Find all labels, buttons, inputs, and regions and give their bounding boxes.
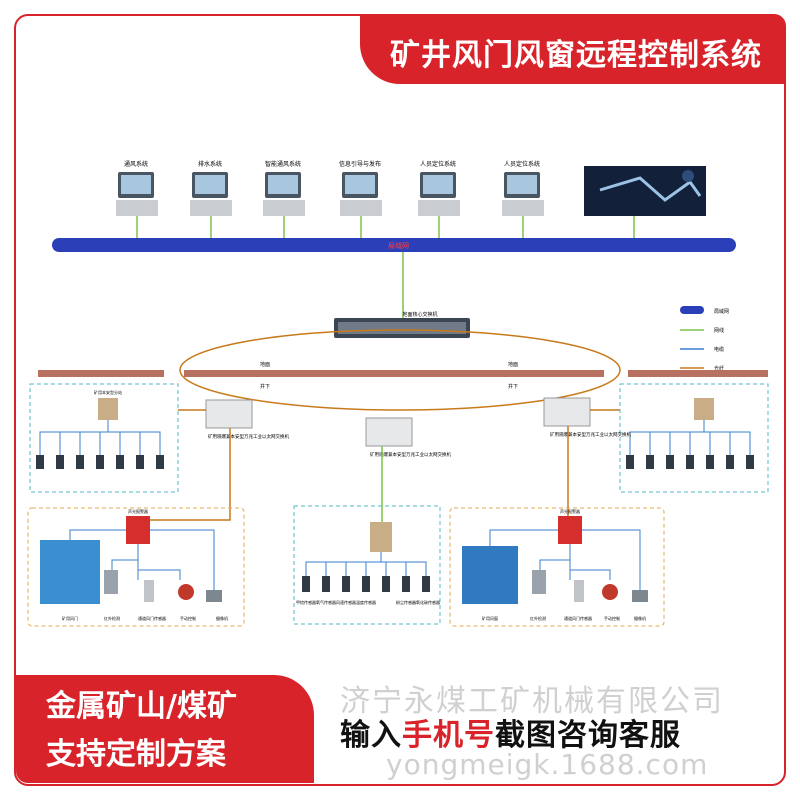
left-sensors: [36, 455, 164, 469]
ring-switch-right-label: 矿用隔爆兼本安型万兆工业以太网交换机: [550, 431, 631, 438]
lan-backbone: [52, 238, 736, 252]
ring-switch-mid: [365, 417, 413, 447]
station-label-1: 通风系统: [124, 160, 148, 168]
station-label-3: 智能通风系统: [265, 160, 301, 168]
door-group-box: [27, 507, 245, 627]
mid-sensor-1: 甲烷传感器: [296, 599, 316, 605]
window-item-4: 手动控制: [604, 615, 620, 621]
mid-sensor-6: 一氧化碳传感器: [412, 599, 440, 605]
watermark-company: 济宁永煤工矿机械有限公司: [340, 684, 724, 719]
right-sensor-cables: [629, 420, 751, 455]
promo-suffix: 截图咨询客服: [495, 718, 681, 753]
surface-bar-mid: [184, 370, 604, 377]
legend-label-2: 网线: [714, 327, 724, 334]
window-power-label: 声光报警器: [560, 508, 580, 514]
mid-sensor-2: 氧气传感器: [316, 599, 336, 605]
window-item-5: 摄像机: [634, 615, 646, 621]
promo-right-text: 输入手机号截图咨询客服: [340, 710, 681, 754]
right-sensors: [626, 455, 754, 469]
window-group-box: [449, 507, 665, 627]
window-item-2: 红外检测: [530, 615, 546, 621]
watermark-domain: yongmeigk.1688.com: [386, 748, 709, 781]
station-label-4: 信息引导与发布: [339, 160, 381, 168]
door-power-box: [126, 516, 150, 544]
promo-left-line-2: 支持定制方案: [46, 737, 226, 772]
backbone-label: 局域网: [388, 241, 409, 250]
right-substation-box: [619, 383, 769, 493]
door-item-3: 通道风门传感器: [138, 615, 166, 621]
left-substation-label: 矿用本安型分站: [94, 389, 122, 395]
surface-bar-right: [628, 370, 768, 377]
mid-substation: [370, 522, 392, 552]
station-label-6: 人员定位系统: [504, 160, 540, 168]
door-item-1: 矿用风门: [62, 615, 78, 621]
station-2: 排水系统: [190, 160, 232, 216]
station-5: 人员定位系统: [418, 160, 460, 216]
promo-left-banner: 金属矿山/煤矿 支持定制方案: [16, 675, 314, 783]
station-label-2: 排水系统: [198, 160, 222, 168]
station-1: 通风系统: [116, 160, 158, 216]
legend-label-3: 电缆: [714, 346, 724, 353]
surface-label-right: 地面: [508, 361, 518, 368]
underground-label-right: 井下: [508, 383, 518, 390]
title-banner: 矿井风门风窗远程控制系统: [360, 14, 786, 84]
legend-label-1: 局域网: [714, 308, 729, 315]
station-label-5: 人员定位系统: [420, 160, 456, 168]
mine-window: [462, 546, 518, 604]
mid-sensor-4: 温度传感器: [356, 599, 376, 605]
ring-switch-left-label: 矿用隔爆兼本安型万兆工业以太网交换机: [208, 433, 289, 440]
surface-bar-left: [38, 370, 164, 377]
mid-sensor-box: [293, 505, 441, 625]
left-substation-box: [29, 383, 179, 493]
station-4: 信息引导与发布: [339, 160, 382, 216]
underground-label-left: 井下: [260, 383, 270, 390]
station-3: 智能通风系统: [263, 160, 305, 216]
ring-switch-left: [205, 399, 253, 429]
legend: 局域网 网线 电缆 光纤: [680, 306, 729, 372]
page-title: 矿井风门风窗远程控制系统: [390, 38, 762, 73]
promo-highlight: 手机号: [402, 718, 495, 753]
door-power-label: 声光报警器: [128, 508, 148, 514]
core-switch-label: 地面核心交换机: [402, 311, 437, 318]
door-item-4: 手动控制: [180, 615, 196, 621]
ring-switch-mid-label: 矿用隔爆兼本安型万兆工业以太网交换机: [370, 451, 451, 458]
right-substation: [694, 398, 714, 420]
station-6: 人员定位系统: [502, 160, 544, 216]
promo-left-line-1: 金属矿山/煤矿: [46, 689, 237, 724]
door-item-5: 摄像机: [216, 615, 228, 621]
fiber-ring: [179, 329, 621, 411]
network-cables-top: [136, 216, 635, 318]
door-item-2: 红外检测: [104, 615, 120, 621]
monitor-display: [584, 166, 706, 216]
left-substation: [98, 398, 118, 420]
mid-sensor-5: 粉尘传感器: [396, 599, 416, 605]
left-sensor-cables: [39, 420, 161, 455]
window-power-box: [558, 516, 582, 544]
mine-door: [40, 540, 100, 604]
promo-right: 输入手机号截图咨询客服: [330, 704, 780, 762]
surface-label-left: 地面: [260, 361, 270, 368]
window-item-3: 通道风门传感器: [564, 615, 592, 621]
promo-prefix: 输入: [340, 718, 402, 753]
mid-sensor-3: 风速传感器: [336, 599, 356, 605]
window-item-1: 矿用风窗: [482, 615, 498, 621]
ring-switch-right: [543, 397, 591, 427]
legend-label-4: 光纤: [714, 365, 724, 372]
